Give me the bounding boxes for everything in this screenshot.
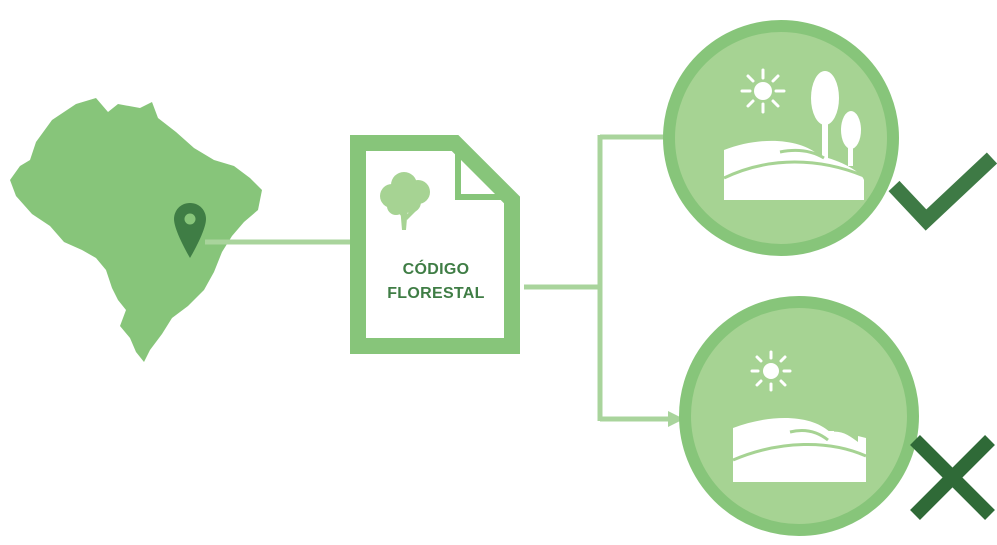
arrowhead-bottom: [668, 411, 684, 427]
document-title-line2: FLORESTAL: [387, 285, 485, 302]
document-title-line1: CÓDIGO: [402, 261, 470, 278]
cross-icon: [910, 435, 995, 520]
forest-landscape-icon: [663, 20, 899, 256]
location-pin-icon: [174, 203, 206, 258]
cleared-landscape-icon: [679, 296, 919, 536]
document-title: CÓDIGO FLORESTAL: [368, 258, 504, 306]
document-icon: [350, 135, 520, 354]
tree-icon: [380, 172, 430, 230]
checkmark-icon: [888, 152, 997, 231]
branch-connectors: [524, 134, 670, 422]
brazil-map-icon: [10, 98, 262, 362]
